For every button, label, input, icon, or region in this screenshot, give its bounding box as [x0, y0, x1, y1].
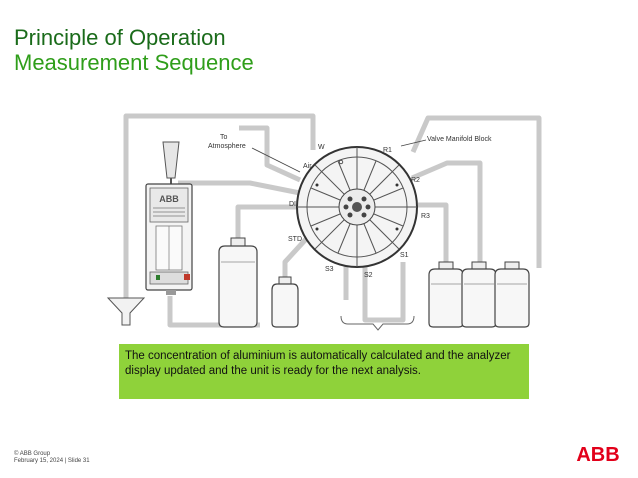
pipe-lines: [123, 113, 542, 328]
label-valve-manifold-block: Valve Manifold Block: [427, 136, 492, 143]
label-s2: S2: [364, 272, 373, 279]
sample-bracket: [340, 315, 415, 331]
label-di: DI: [289, 201, 296, 208]
label-w: W: [318, 144, 325, 151]
label-r1: R1: [383, 147, 392, 154]
label-std: STD: [288, 236, 302, 243]
analyzer-logo: ABB: [159, 194, 179, 204]
label-r3: R3: [421, 213, 430, 220]
footer-date-slide: February 15, 2024 | Slide 31: [14, 458, 90, 464]
slide-title: Principle of Operation: [14, 25, 226, 50]
label-r2: R2: [411, 177, 420, 184]
label-atmosphere: Atmosphere: [208, 143, 246, 150]
valve-manifold-block: [296, 146, 418, 268]
footer-copyright: © ABB Group: [14, 451, 51, 457]
explanation-note: The concentration of aluminium is automa…: [119, 344, 529, 399]
label-air: Air: [303, 163, 312, 170]
abb-logo: ABB: [576, 444, 619, 464]
leader-line-manifold: [400, 139, 427, 147]
leader-line-atmosphere: [251, 147, 301, 173]
label-s1: S1: [400, 252, 409, 259]
reagent-bottle-r2: [461, 261, 497, 328]
analyzer-unit: ABB: [145, 141, 193, 295]
label-to: To: [220, 134, 228, 141]
reagent-bottle-small: [271, 276, 299, 328]
drain-funnel: [106, 297, 146, 326]
slide-subtitle: Measurement Sequence: [14, 50, 254, 75]
label-s3: S3: [325, 266, 334, 273]
reagent-bottle-std: [218, 237, 258, 328]
svg-text:ABB: ABB: [576, 444, 619, 464]
reagent-bottle-r3: [428, 261, 464, 328]
reagent-bottle-r1: [494, 261, 530, 328]
